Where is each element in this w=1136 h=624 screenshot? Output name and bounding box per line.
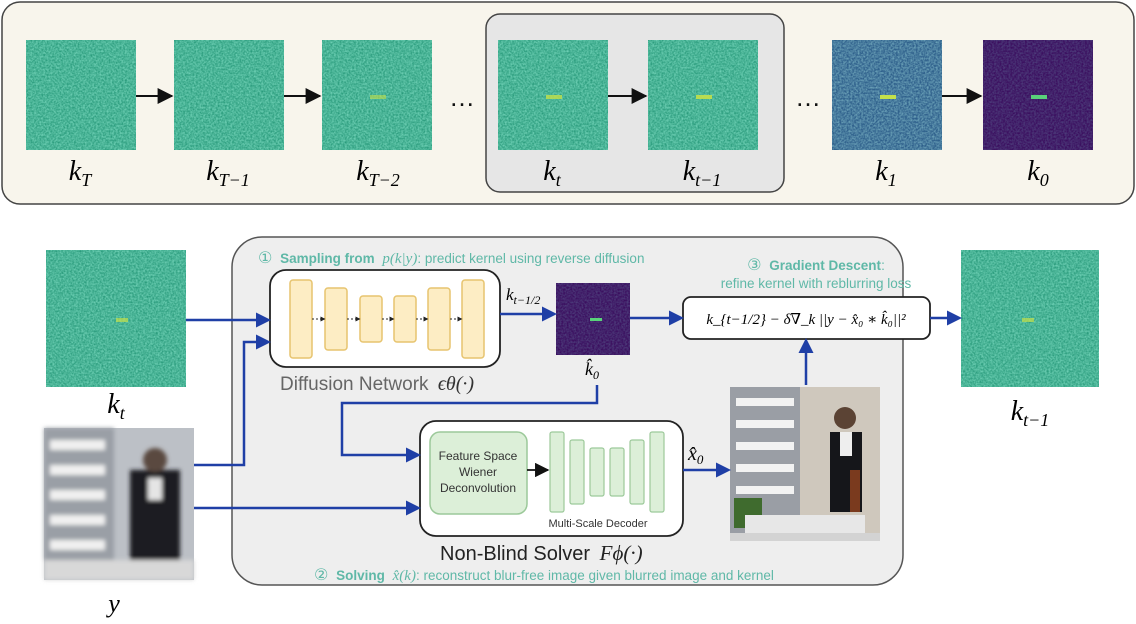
ellipsis-1: …	[795, 82, 821, 112]
wiener-deconvolution-block	[429, 431, 528, 515]
decoder-blocks	[549, 431, 665, 513]
y-label: y	[105, 589, 120, 618]
kernel-noise-1	[174, 40, 284, 150]
step3-caption: ③ Gradient Descent:	[747, 257, 885, 274]
kernel-label-6: k0	[1027, 156, 1048, 190]
kernel-label-3: kt	[543, 156, 561, 190]
k0-hat-label: k̂0	[585, 358, 599, 382]
flow-arrows	[186, 306, 962, 516]
step2-caption: ② Solving x̂(k): reconstruct blur-free i…	[314, 567, 774, 584]
kernel-noise-0	[26, 40, 136, 150]
kernel-blur-spot-3	[546, 95, 562, 99]
wiener-line-3: Deconvolution	[440, 481, 516, 495]
arrow-y-to-diffusion	[194, 334, 271, 467]
arrow-k0-to-solver	[340, 385, 599, 463]
y-blurred-image	[44, 428, 194, 580]
step1-caption: ① Sampling from p(k|y): predict kernel u…	[258, 250, 644, 267]
unet-blocks	[289, 279, 485, 359]
kernel-label-2: kT−2	[356, 156, 400, 190]
step3-caption-line2: refine kernel with reblurring loss	[721, 276, 912, 291]
wiener-line-2: Wiener	[459, 465, 497, 479]
kernel-blur-spot-5	[880, 95, 896, 99]
kt-label: kt	[107, 389, 125, 423]
formula-text: k_{t−1/2} − δ∇_k ||y − x̂₀ ∗ k̂₀||²	[706, 311, 906, 328]
kernel-label-5: k1	[875, 156, 896, 190]
kernel-blur-spot-6	[1031, 95, 1047, 99]
ellipsis-0: …	[449, 82, 475, 112]
wiener-line-1: Feature Space	[439, 449, 518, 463]
kt1-label: kt−1	[1011, 396, 1050, 430]
kernel-label-1: kT−1	[206, 156, 250, 190]
non-blind-solver-label: Non-Blind Solver Fϕ(·)	[440, 541, 643, 565]
kernel-label-4: kt−1	[683, 156, 722, 190]
kernel-label-0: kT	[69, 156, 93, 190]
kernel-blur-spot-2	[370, 95, 386, 99]
x0-hat-label: x̂0	[687, 443, 704, 467]
kernel-blur-spot-4	[696, 95, 712, 99]
decoder-label: Multi-Scale Decoder	[548, 518, 647, 530]
diffusion-network-label: Diffusion Network ϵθ(·)	[280, 373, 474, 395]
x0-restored-image	[730, 387, 880, 541]
k-half-label: kt−1/2	[506, 285, 540, 307]
